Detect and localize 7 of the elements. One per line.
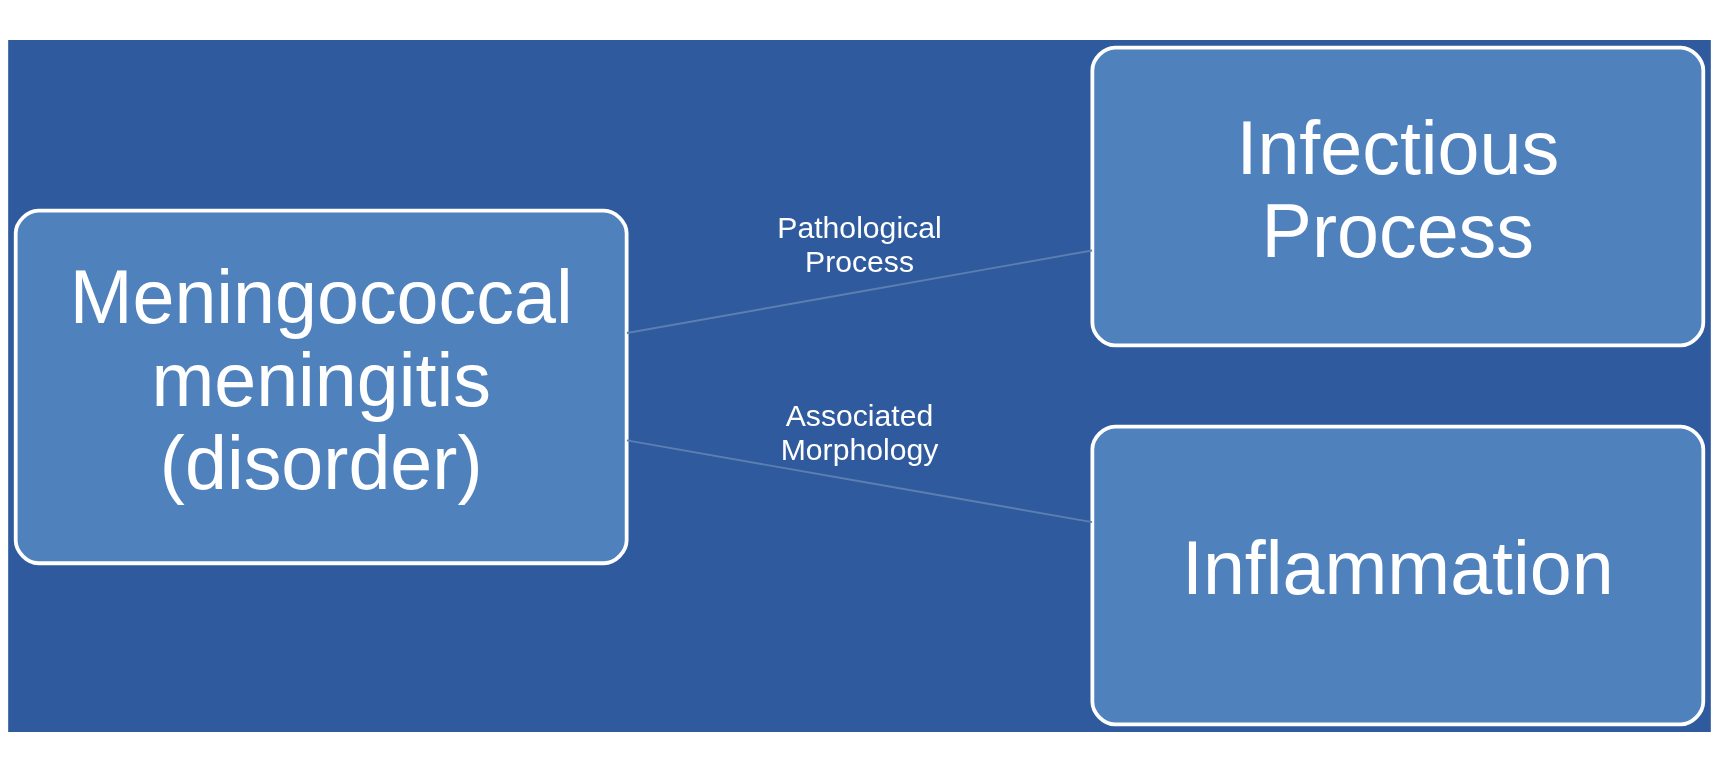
node-box: Infectious Process	[1090, 45, 1706, 348]
edge-label: Pathological Process	[777, 210, 942, 278]
node-box: Meningococcal meningitis (disorder)	[13, 208, 629, 566]
connector	[625, 439, 1094, 524]
connector	[625, 249, 1094, 334]
node-box: Inflammation	[1090, 424, 1706, 727]
edge-label: Associated Morphology	[780, 399, 939, 467]
